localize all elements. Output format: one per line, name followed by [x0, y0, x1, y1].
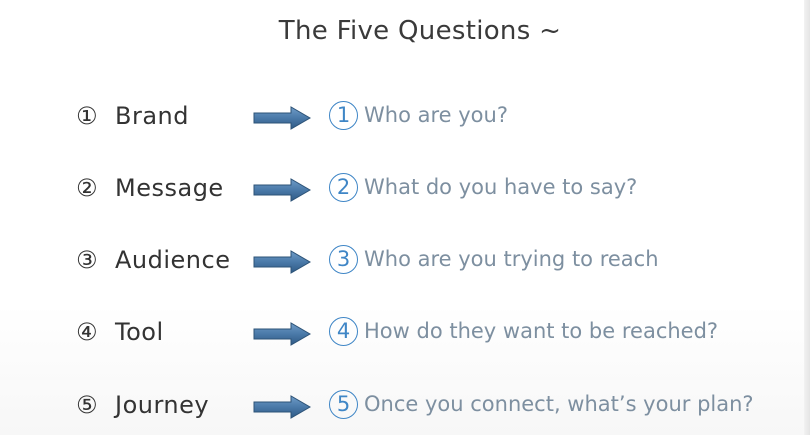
row-label: Brand	[115, 102, 189, 130]
question-row-audience: ③ Audience 3 Who are you trying to reach	[0, 244, 810, 284]
right-arrow-icon	[253, 395, 311, 419]
question-row-message: ② Message 2 What do you have to say?	[0, 172, 810, 212]
question-number-badge: 3	[329, 245, 358, 274]
row-number: ②	[76, 174, 98, 202]
row-label: Message	[115, 174, 224, 202]
row-number: ⑤	[76, 391, 98, 419]
question-text: Once you connect, what’s your plan?	[364, 392, 754, 416]
question-number-badge: 5	[329, 390, 358, 419]
question-text: Who are you trying to reach	[364, 247, 659, 271]
question-text: Who are you?	[364, 103, 508, 127]
row-number: ①	[76, 102, 98, 130]
question-number-badge: 1	[329, 101, 358, 130]
row-number: ③	[76, 246, 98, 274]
question-row-journey: ⑤ Journey 5 Once you connect, what’s you…	[0, 389, 810, 429]
question-number-badge: 2	[329, 173, 358, 202]
question-row-tool: ④ Tool 4 How do they want to be reached?	[0, 316, 810, 356]
right-arrow-icon	[253, 250, 311, 274]
question-text: What do you have to say?	[364, 175, 638, 199]
row-label: Journey	[115, 391, 210, 419]
right-arrow-icon	[253, 178, 311, 202]
slide-edge	[804, 0, 810, 435]
row-label: Audience	[115, 246, 231, 274]
question-text: How do they want to be reached?	[364, 319, 719, 343]
right-arrow-icon	[253, 322, 311, 346]
right-arrow-icon	[253, 106, 311, 130]
row-label: Tool	[115, 318, 164, 346]
question-number-badge: 4	[329, 317, 358, 346]
question-row-brand: ① Brand 1 Who are you?	[0, 100, 810, 140]
row-number: ④	[76, 318, 98, 346]
slide-title: The Five Questions ~	[278, 16, 562, 46]
